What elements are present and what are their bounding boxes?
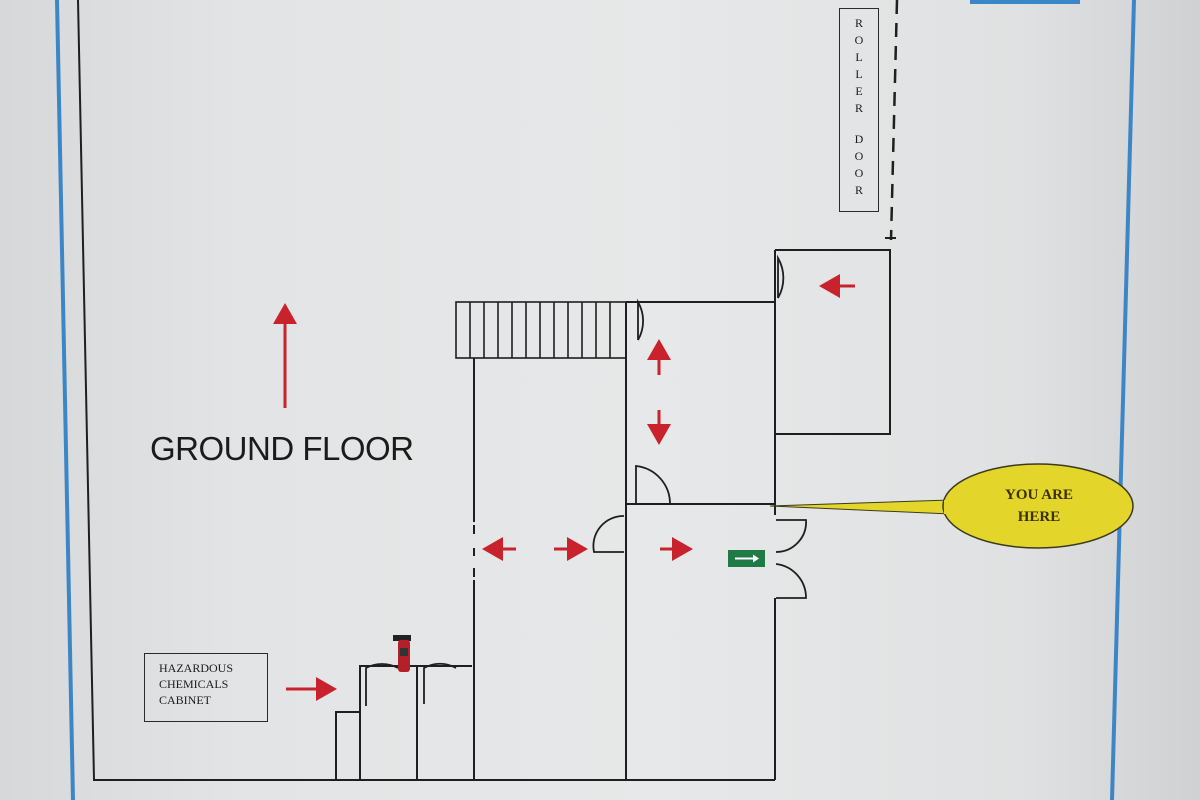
roller-door-letter: L	[855, 67, 863, 81]
staircase	[455, 301, 627, 359]
walls	[77, 0, 891, 781]
hazard-label-line: HAZARDOUS	[159, 661, 234, 675]
you-are-here-pointer	[769, 499, 951, 515]
you-are-here-text: YOU ARE HERE	[945, 484, 1133, 528]
roller-door-letter: O	[854, 166, 864, 180]
frame-corner-mark	[970, 0, 1080, 4]
roller-door-letter: D	[854, 132, 864, 146]
you-are-here-callout	[942, 463, 1134, 549]
door-swings	[365, 254, 807, 706]
roller-door-letter: R	[854, 183, 863, 197]
you-are-here-line: YOU ARE	[1005, 487, 1073, 503]
evacuation-arrows	[273, 274, 855, 701]
roller-door-letter: R	[854, 16, 863, 30]
frame-line-left	[55, 0, 75, 800]
roller-door-line	[889, 0, 899, 241]
frame-line-right	[1110, 0, 1136, 800]
roller-door-letter: O	[854, 33, 864, 47]
hazard-label-line: CABINET	[159, 693, 211, 707]
floor-title: GROUND FLOOR	[150, 430, 414, 467]
hazard-label-line: CHEMICALS	[159, 677, 229, 691]
exit-sign-icon	[728, 550, 765, 567]
roller-door-letter: L	[855, 50, 863, 64]
fire-extinguisher-icon	[393, 635, 411, 672]
hazardous-chemicals-cabinet-label: HAZARDOUS CHEMICALS CABINET	[144, 653, 268, 722]
roller-door-letter: E	[855, 84, 863, 98]
roller-door-letter: R	[854, 101, 863, 115]
roller-door-letter: O	[854, 149, 864, 163]
you-are-here-line: HERE	[1017, 509, 1061, 525]
